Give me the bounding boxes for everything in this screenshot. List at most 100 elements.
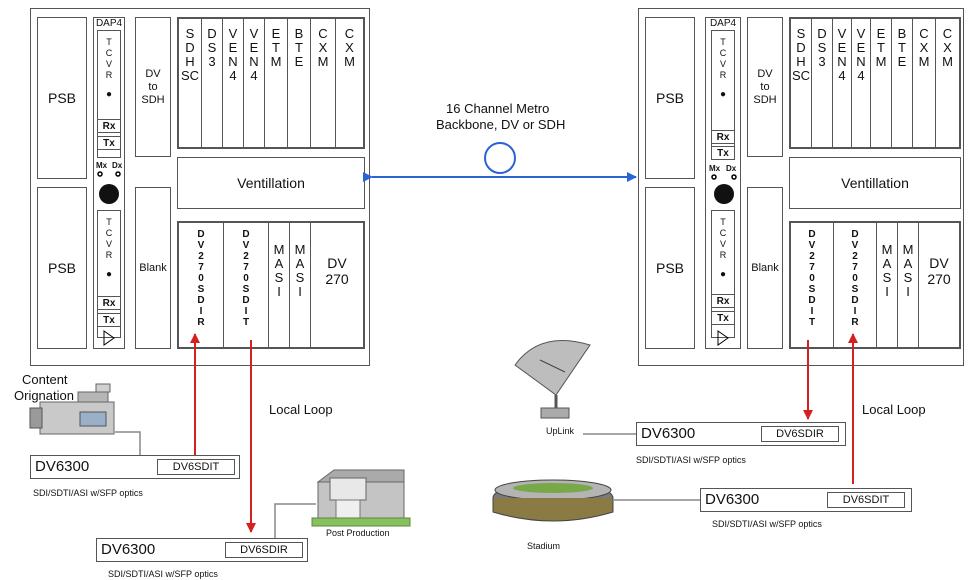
backbone-label-line1: 16 Channel Metro: [446, 101, 550, 116]
dv270-line2: 270: [927, 271, 951, 287]
ventilation-label: Ventillation: [237, 175, 305, 191]
right-blank-card: Blank: [747, 187, 783, 349]
rx-port-bottom: Rx: [711, 294, 735, 308]
stadium-icon: [492, 479, 614, 522]
local-loop-left-label: Local Loop: [269, 402, 333, 417]
dv6sdir-module: DV6SDIR: [761, 426, 839, 442]
right-psb-bottom: PSB: [645, 187, 695, 349]
content-origination-label-2: Orignation: [14, 388, 74, 403]
tx-port-top: Tx: [97, 136, 121, 150]
fiber-ring-icon: [484, 142, 516, 174]
dv6300-label: DV6300: [101, 541, 156, 558]
optics-label: SDI/SDTI/ASI w/SFP optics: [712, 519, 822, 529]
fiber-connector-icon: [711, 174, 737, 204]
optics-label: SDI/SDTI/ASI w/SFP optics: [636, 455, 746, 465]
optical-triangle-icon: [103, 330, 115, 346]
left-blank-card: Blank: [135, 187, 171, 349]
psb-label: PSB: [47, 90, 76, 106]
building-icon: [311, 469, 411, 527]
left-psb-bottom: PSB: [37, 187, 87, 349]
psb-label: PSB: [655, 260, 684, 276]
optics-label: SDI/SDTI/ASI w/SFP optics: [33, 488, 143, 498]
rx-port-bottom: Rx: [97, 296, 121, 310]
fiber-connector-icon: [97, 171, 121, 204]
dv270-line1: DV: [327, 255, 347, 271]
dx-label: Dx: [112, 161, 123, 170]
dv-text: DV: [145, 67, 161, 80]
psb-label: PSB: [655, 90, 684, 106]
to-text: to: [760, 80, 770, 93]
uplink-label: UpLink: [546, 426, 575, 436]
right-dv-to-sdh: DV to SDH: [747, 17, 783, 157]
optics-label: SDI/SDTI/ASI w/SFP optics: [108, 569, 218, 579]
dv6300-unit-right-bottom: DV6300 DV6SDIT: [700, 488, 912, 512]
right-psb-top: PSB: [645, 17, 695, 179]
local-loop-right-label: Local Loop: [862, 402, 926, 417]
post-production-label: Post Production: [326, 528, 390, 538]
blank-label: Blank: [139, 262, 167, 274]
dv-text: DV: [757, 67, 773, 80]
dv6300-label: DV6300: [35, 458, 90, 475]
content-origination-label-1: Content: [22, 372, 68, 387]
dv6300-label: DV6300: [641, 425, 696, 442]
optical-triangle-icon: [717, 330, 729, 346]
card-dv270: DV 270: [310, 222, 364, 348]
left-psb-top: PSB: [37, 17, 87, 179]
psb-label: PSB: [47, 260, 76, 276]
sdh-text: SDH: [141, 93, 165, 106]
camera-icon: [29, 383, 115, 435]
left-dv-to-sdh: DV to SDH: [135, 17, 171, 157]
sdh-text: SDH: [753, 93, 777, 106]
to-text: to: [148, 80, 158, 93]
left-ventilation: Ventillation: [177, 157, 365, 209]
dv270-line2: 270: [325, 271, 349, 287]
post-production-link: [274, 503, 316, 538]
dv270-line1: DV: [929, 255, 949, 271]
stadium-label: Stadium: [527, 541, 561, 551]
dv6sdir-module: DV6SDIR: [225, 542, 303, 558]
backbone-label-line2: Backbone, DV or SDH: [436, 117, 566, 132]
blank-label: Blank: [751, 262, 779, 274]
ventilation-label: Ventillation: [841, 175, 909, 191]
dx-label: Dx: [726, 164, 737, 173]
rx-port-top: Rx: [711, 130, 735, 144]
tx-port-top: Tx: [711, 146, 735, 160]
right-ventilation: Ventillation: [789, 157, 961, 209]
dv6300-unit-left-top: DV6300 DV6SDIT: [30, 455, 240, 479]
dv6sdit-module: DV6SDIT: [827, 492, 905, 508]
dv6sdit-module: DV6SDIT: [157, 459, 235, 475]
tx-port-bottom: Tx: [711, 311, 735, 325]
tx-port-bottom: Tx: [97, 313, 121, 327]
dap4-label: DAP4: [709, 18, 737, 29]
mx-label: Mx: [709, 164, 721, 173]
dv6300-label: DV6300: [705, 491, 760, 508]
satellite-dish-icon: [514, 340, 591, 419]
dap4-label: DAP4: [95, 18, 123, 29]
camera-link: [115, 431, 141, 455]
rx-port-top: Rx: [97, 119, 121, 133]
dv6300-unit-right-top: DV6300 DV6SDIR: [636, 422, 846, 446]
dv6300-unit-left-bottom: DV6300 DV6SDIR: [96, 538, 308, 562]
mx-label: Mx: [96, 161, 108, 170]
card-dv270: DV 270: [918, 222, 960, 348]
